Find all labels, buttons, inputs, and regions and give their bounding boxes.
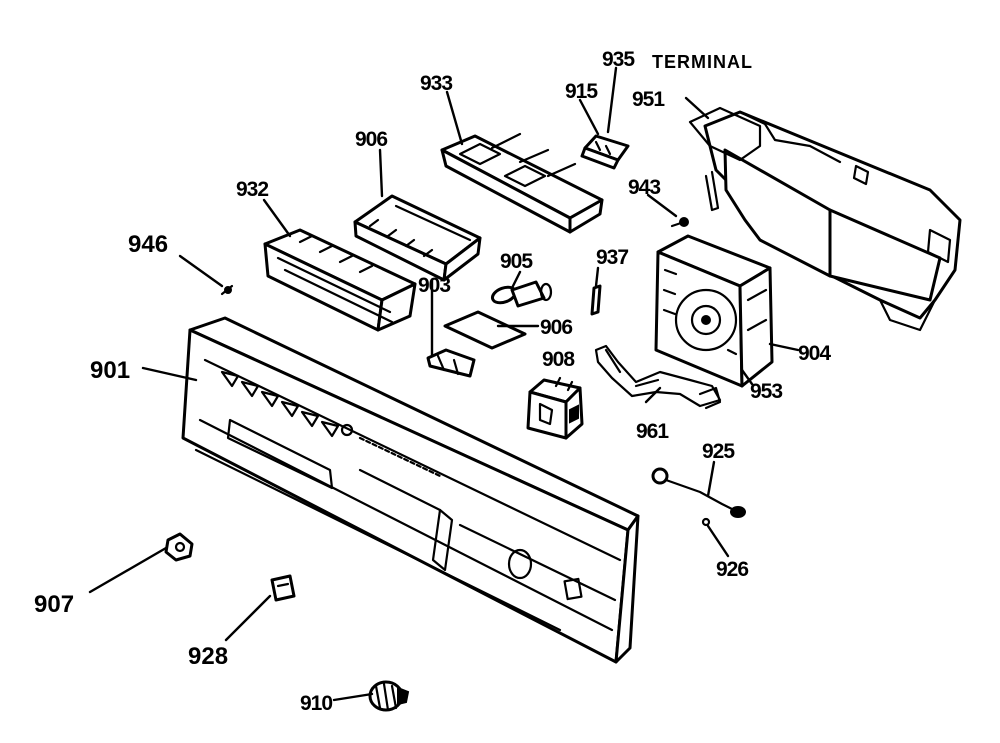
callout-951: 951 xyxy=(632,88,665,111)
callout-925: 925 xyxy=(702,440,735,463)
callout-905: 905 xyxy=(500,250,533,273)
callout-937: 937 xyxy=(596,246,628,269)
callout-903: 903 xyxy=(418,274,450,297)
callout-926: 926 xyxy=(716,558,748,581)
part-901-control-panel xyxy=(181,316,640,664)
part-928-clip xyxy=(270,574,296,602)
part-925-cord xyxy=(651,467,746,518)
part-943-screw xyxy=(670,217,689,228)
part-908-relay xyxy=(526,376,584,440)
leader-lines xyxy=(88,66,800,702)
part-903-lamp-holder xyxy=(426,348,476,378)
part-906-switch-assembly xyxy=(353,194,482,282)
part-926-washer xyxy=(701,517,711,527)
callout-933: 933 xyxy=(420,72,452,95)
part-961-wire-harness xyxy=(594,344,722,410)
callout-908: 908 xyxy=(542,348,575,371)
part-904-timer xyxy=(654,234,774,388)
part-907-knob xyxy=(164,532,194,562)
callout-943: 943 xyxy=(628,176,660,199)
part-933-circuit-board xyxy=(440,132,604,234)
part-906-lower-insulator xyxy=(443,310,527,350)
callout-953: 953 xyxy=(750,380,782,403)
part-915-terminal-connector xyxy=(580,134,630,170)
terminal-label: TERMINAL xyxy=(652,52,753,72)
callout-915: 915 xyxy=(565,80,598,103)
part-946-screw xyxy=(220,284,234,296)
part-910-dial-knob xyxy=(368,680,410,712)
part-951-console-housing xyxy=(688,106,962,332)
callout-946: 946 xyxy=(128,231,168,258)
part-905-lamp xyxy=(490,280,553,308)
callout-907: 907 xyxy=(34,591,74,618)
callout-906-top: 906 xyxy=(355,128,387,151)
callout-935: 935 xyxy=(602,48,635,71)
callout-961: 961 xyxy=(636,420,669,443)
callout-904: 904 xyxy=(798,342,831,365)
callout-906-lower: 906 xyxy=(540,316,572,339)
callout-910: 910 xyxy=(300,692,332,715)
part-932-switch-block xyxy=(263,228,417,332)
part-937-pin xyxy=(590,284,602,316)
callout-932: 932 xyxy=(236,178,268,201)
callout-928: 928 xyxy=(188,643,228,670)
callout-901: 901 xyxy=(90,357,130,384)
